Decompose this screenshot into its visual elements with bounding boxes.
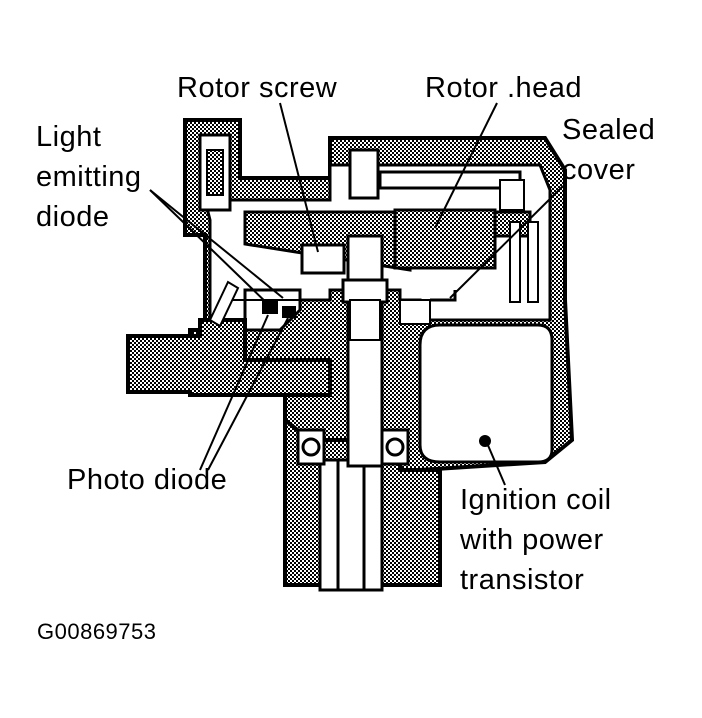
- leader-ignition-coil: [486, 442, 506, 486]
- label-led-line1: Light: [36, 121, 102, 153]
- leader-rotor-screw: [279, 102, 319, 253]
- leader-photo-2: [207, 317, 289, 471]
- shaft-bore: [318, 458, 384, 592]
- figure-id: G00869753: [37, 619, 157, 644]
- label-sealed-cover-line2: cover: [562, 154, 636, 186]
- leader-led-2: [149, 189, 284, 299]
- rotor-screw-bolt: [341, 278, 389, 304]
- label-led-line3: diode: [36, 201, 110, 233]
- leader-photo-1: [199, 314, 269, 471]
- label-ignition-coil-line2: with power: [460, 524, 604, 556]
- label-rotor-screw: Rotor screw: [177, 72, 338, 104]
- label-sealed-cover-line1: Sealed: [562, 114, 656, 146]
- ignition-coil-chamber: [418, 323, 554, 464]
- mounting-flange: [126, 318, 332, 397]
- bearing-right: [380, 428, 410, 466]
- label-rotor-head: Rotor .head: [425, 72, 583, 104]
- shaft: [346, 234, 384, 468]
- leader-rotor-head: [434, 102, 498, 229]
- leader-led-1: [149, 189, 273, 309]
- leader-sealed-cover: [449, 185, 564, 299]
- bearing-left: [296, 428, 326, 466]
- label-led-line2: emitting: [36, 161, 142, 193]
- rotor-head: [393, 208, 497, 270]
- label-ignition-coil-line3: transistor: [460, 564, 585, 596]
- label-ignition-coil-line1: Ignition coil: [460, 484, 612, 516]
- label-photo-diode: Photo diode: [67, 464, 228, 496]
